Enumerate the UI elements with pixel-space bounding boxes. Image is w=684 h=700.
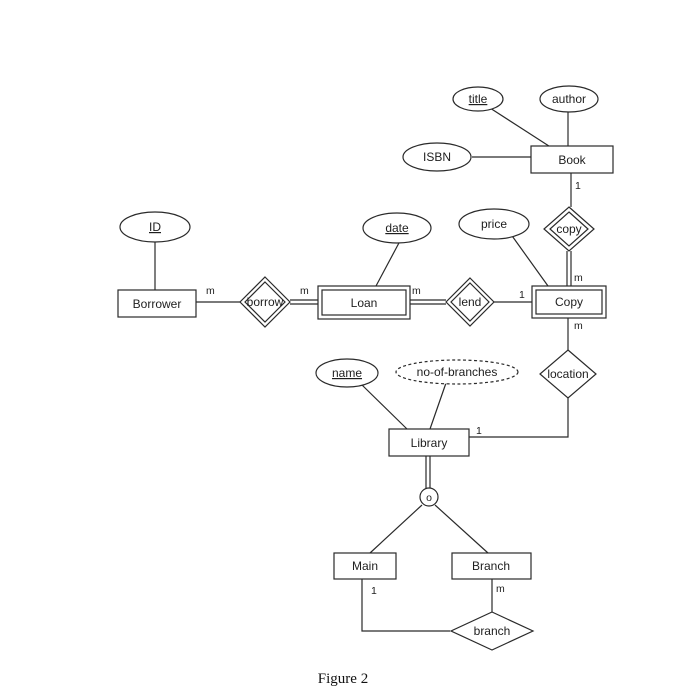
entity-book-label: Book [558,153,586,167]
relationships: copy borrow lend location branch [239,206,597,651]
specialization-overlap: o [419,487,439,507]
attribute-name-label: name [332,366,362,380]
specialization-constraint-label: o [426,492,432,504]
entity-borrower-label: Borrower [133,297,182,311]
attribute-name: name [315,358,379,388]
spec-to-branch-line [434,504,489,554]
attribute-author-label: author [552,92,586,106]
main-to-branch-rel-line [361,579,450,632]
cardinalities: 1 m m m m m 1 1 1 m [206,180,583,597]
spec-to-main-line [369,504,423,554]
relationship-branch: branch [449,611,535,651]
attribute-author: author [539,85,599,113]
entity-copy: Copy [531,285,607,319]
card-copy-copy: m [574,272,583,284]
entity-library-label: Library [411,436,448,450]
price-to-copy-line [509,232,549,287]
attribute-isbn-label: ISBN [423,150,451,164]
entity-branch-label: Branch [472,559,510,573]
location-to-library-line [469,398,569,438]
attribute-title: title [452,86,504,112]
relationship-branch-label: branch [474,624,511,638]
attribute-date: date [362,212,432,244]
attributes: title author ISBN price date ID name no [119,85,599,388]
attribute-id-label: ID [149,220,161,234]
card-branch-branch: m [496,583,505,595]
card-main-branch: 1 [371,585,377,597]
entity-branch: Branch [451,552,532,580]
relationship-copy: copy [543,206,595,252]
entity-main-label: Main [352,559,378,573]
card-borrower-borrow: m [206,285,215,297]
attribute-title-label: title [469,92,488,106]
date-to-loan-line [375,240,401,287]
figure-caption: Figure 2 [318,671,368,687]
entity-loan-label: Loan [351,296,378,310]
relationship-location: location [539,349,597,399]
card-loan-lend: m [412,285,421,297]
connector-lines [154,107,572,632]
entity-book: Book [530,145,614,174]
title-to-book-line [489,107,553,149]
attribute-price: price [458,208,530,240]
no-of-branches-to-library-line [429,382,447,430]
relationship-location-label: location [547,367,588,381]
card-library-location: 1 [476,425,482,437]
relationship-borrow-label: borrow [247,295,284,309]
card-copy-lend: 1 [519,289,525,301]
card-loan-borrow: m [300,285,309,297]
entity-loan: Loan [317,285,411,320]
name-to-library-line [361,384,408,430]
relationship-borrow: borrow [239,276,291,328]
card-book-copy: 1 [575,180,581,192]
attribute-id: ID [119,211,191,243]
attribute-no-of-branches: no-of-branches [395,359,519,385]
entities: Book Copy Borrower Loan Library Main Bra… [117,145,614,580]
entity-main: Main [333,552,397,580]
card-copy-location: m [574,320,583,332]
entity-library: Library [388,428,470,457]
attribute-price-label: price [481,217,507,231]
relationship-lend: lend [445,277,495,327]
attribute-date-label: date [385,221,409,235]
entity-borrower: Borrower [117,289,197,318]
relationship-lend-label: lend [459,295,482,309]
attribute-no-of-branches-label: no-of-branches [417,365,498,379]
entity-copy-label: Copy [555,295,583,309]
relationship-copy-label: copy [556,222,581,236]
attribute-isbn: ISBN [402,142,472,172]
